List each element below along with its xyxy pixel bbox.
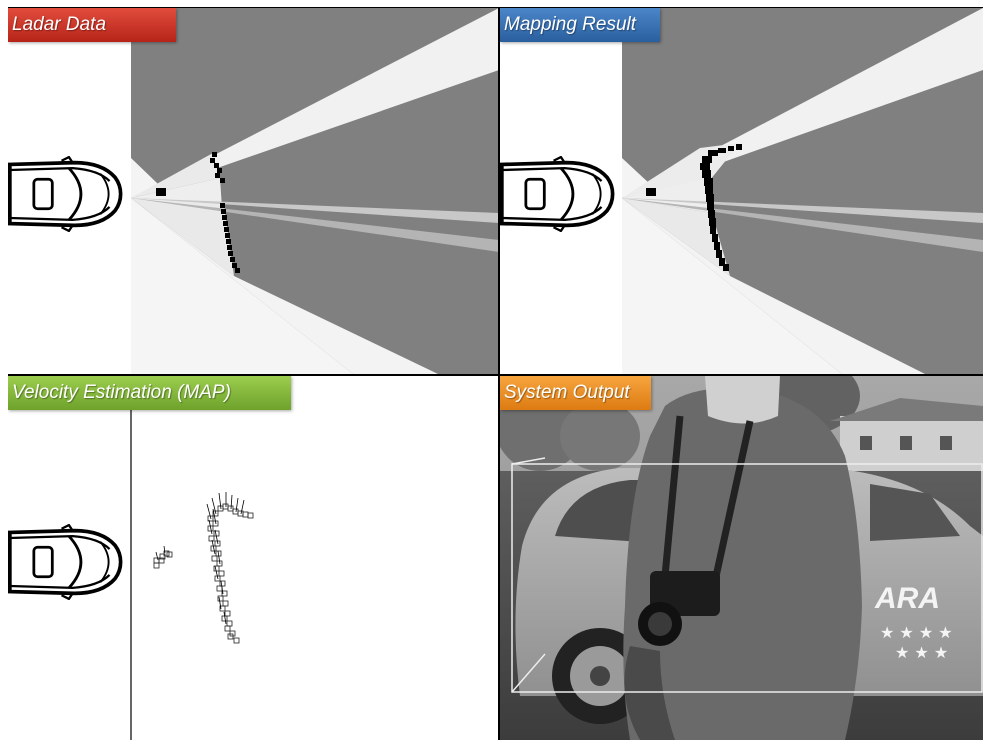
- velocity-estimation-panel: Velocity Estimation (MAP): [8, 376, 499, 740]
- velocity-map-view: [8, 376, 499, 740]
- velocity-cells: [154, 504, 253, 643]
- panel-title: Velocity Estimation (MAP): [8, 376, 291, 410]
- panel-title: Ladar Data: [8, 8, 176, 42]
- mapping-result-panel: Mapping Result: [500, 8, 983, 374]
- car-topview-icon: [10, 525, 121, 599]
- ladar-scan-view: [8, 8, 499, 374]
- panel-title: Mapping Result: [500, 8, 660, 42]
- camera-view: ARA ★ ★ ★ ★ ★ ★ ★: [500, 376, 983, 740]
- ladar-data-panel: Ladar Data: [8, 8, 499, 374]
- velocity-vectors: [156, 492, 244, 624]
- vertical-divider: [498, 7, 500, 740]
- system-output-panel: ARA ★ ★ ★ ★ ★ ★ ★ System Output: [500, 376, 983, 740]
- svg-text:★ ★ ★ ★: ★ ★ ★ ★: [880, 623, 953, 642]
- car-topview-icon: [10, 157, 121, 231]
- pedestrian-head: [705, 376, 780, 424]
- car-topview-icon: [502, 157, 613, 231]
- panel-title: System Output: [500, 376, 651, 410]
- frame-border: [8, 7, 983, 8]
- occupancy-map-view: [500, 8, 983, 374]
- tree: [560, 401, 640, 471]
- horizontal-divider: [8, 374, 983, 376]
- svg-text:★ ★ ★: ★ ★ ★: [895, 643, 948, 662]
- car-decal: ARA: [874, 582, 940, 615]
